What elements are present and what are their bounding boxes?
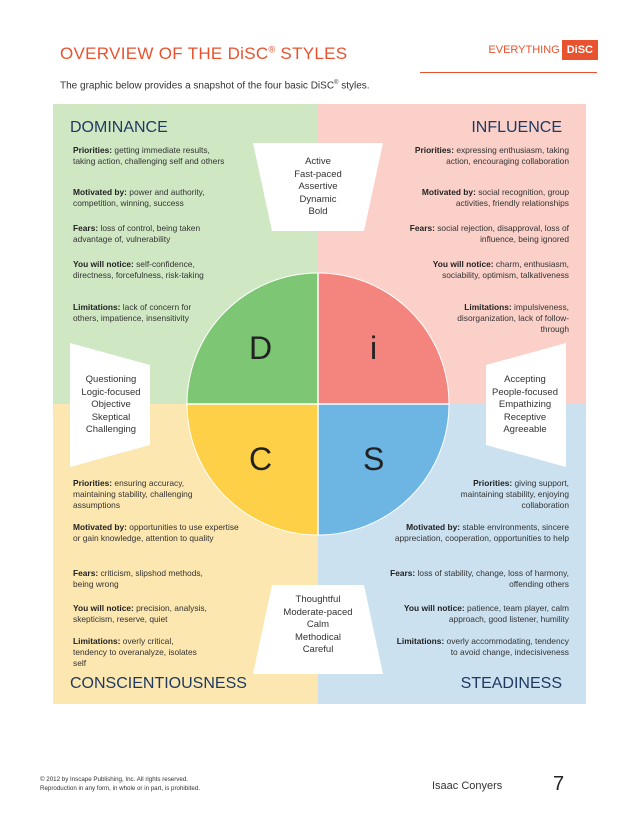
top-traits: Active Fast-paced Assertive Dynamic Bold: [268, 156, 368, 219]
conscientiousness-priorities: Priorities: ensuring accuracy, maintaini…: [73, 478, 193, 510]
top-trait: Assertive: [298, 181, 338, 192]
left-trait-shape: [70, 343, 150, 467]
left-trait: Questioning: [85, 374, 137, 385]
page-title: OVERVIEW OF THE DiSC® STYLES: [60, 44, 347, 64]
dominance-fears: Fears: loss of control, being taken adva…: [73, 223, 201, 244]
brand-word: EVERYTHING: [488, 44, 560, 56]
left-traits: Questioning Logic-focused Objective Skep…: [70, 374, 152, 437]
right-trait: Accepting: [504, 374, 546, 385]
steadiness-fears: Fears: loss of stability, change, loss o…: [390, 568, 569, 589]
influence-motivated: Motivated by: social recognition, group …: [421, 187, 569, 208]
subtitle-end: styles.: [338, 80, 370, 92]
influence-priorities: Priorities: expressing enthusiasm, takin…: [414, 145, 569, 166]
right-trait: Empathizing: [498, 399, 552, 410]
i-slice: [318, 273, 449, 404]
conscientiousness-notice: You will notice: precision, analysis, sk…: [73, 603, 207, 624]
c-slice: [187, 404, 318, 535]
letter-c: C: [249, 441, 273, 477]
left-trait: Challenging: [85, 424, 137, 435]
dominance-motivated: Motivated by: power and authority, compe…: [73, 187, 205, 208]
influence-limitations: Limitations: impulsiveness, disorganizat…: [457, 302, 569, 334]
subtitle-registered-mark: ®: [334, 80, 339, 86]
influence-fears: Fears: social rejection, disapproval, lo…: [409, 223, 569, 244]
left-trait: Logic-focused: [81, 386, 141, 398]
s-slice: [318, 404, 449, 535]
letter-s: S: [363, 441, 385, 477]
dominance-notice: You will notice: self-confidence, direct…: [73, 259, 204, 280]
conscientiousness-motivated: Motivated by: opportunities to use exper…: [73, 522, 239, 543]
left-trait: Skeptical: [91, 411, 131, 423]
brand-box: DiSC: [561, 40, 598, 60]
influence-title: INFLUENCE: [471, 119, 562, 136]
title-main: OVERVIEW OF THE DiSC: [60, 44, 269, 63]
author-name: Isaac Conyers: [432, 780, 503, 792]
d-slice: [187, 273, 318, 404]
dominance-limitations: Limitations: lack of concern for others,…: [73, 302, 192, 323]
conscientiousness-limitations: Limitations: overly critical, tendency t…: [73, 636, 197, 668]
bottom-trait: Calm: [306, 619, 330, 630]
letter-d: D: [249, 330, 273, 366]
top-trait: Active: [305, 156, 331, 167]
bottom-trait: Moderate-paced: [283, 606, 353, 618]
subtitle-main: The graphic below provides a snapshot of…: [60, 80, 335, 92]
right-trait: People-focused: [491, 386, 559, 398]
conscientiousness-fears: Fears: criticism, slipshod methods, bein…: [73, 568, 203, 589]
copyright-line-2: Reproduction in any form, in whole or in…: [40, 785, 200, 792]
right-traits: Accepting People-focused Empathizing Rec…: [484, 374, 566, 437]
steadiness-notice: You will notice: patience, team player, …: [403, 603, 569, 624]
right-trait-shape: [486, 343, 566, 467]
letter-i: i: [370, 330, 378, 366]
copyright-notice: © 2012 by Inscape Publishing, Inc. All r…: [40, 775, 200, 793]
title-registered-mark: ®: [268, 44, 276, 55]
bottom-trait-shape: [253, 585, 383, 674]
title-end: STYLES: [275, 44, 348, 63]
conscientiousness-title: CONSCIENTIOUSNESS: [70, 675, 247, 692]
left-trait: Objective: [91, 399, 131, 410]
steadiness-limitations: Limitations: overly accommodating, tende…: [396, 636, 569, 657]
top-trait: Bold: [308, 206, 328, 217]
right-trait: Receptive: [503, 411, 547, 423]
bottom-trait: Careful: [302, 644, 334, 655]
steadiness-priorities: Priorities: giving support, maintaining …: [460, 478, 569, 510]
dominance-priorities: Priorities: getting immediate results, t…: [73, 145, 225, 166]
bottom-trait: Thoughtful: [295, 594, 341, 605]
top-trait: Dynamic: [299, 193, 337, 205]
copyright-line-1: © 2012 by Inscape Publishing, Inc. All r…: [40, 776, 188, 783]
brand-underline: [420, 72, 597, 73]
top-trait-shape: [253, 143, 383, 231]
top-trait: Fast-paced: [294, 168, 342, 180]
bottom-traits: Thoughtful Moderate-paced Calm Methodica…: [268, 594, 368, 657]
steadiness-motivated: Motivated by: stable environments, since…: [394, 522, 569, 543]
influence-notice: You will notice: charm, enthusiasm, soci…: [432, 259, 569, 280]
steadiness-title: STEADINESS: [460, 675, 562, 692]
right-trait: Agreeable: [503, 424, 547, 435]
page-subtitle: The graphic below provides a snapshot of…: [60, 80, 370, 91]
bottom-trait: Methodical: [295, 631, 341, 643]
dominance-title: DOMINANCE: [70, 119, 168, 136]
page-number: 7: [553, 773, 565, 795]
